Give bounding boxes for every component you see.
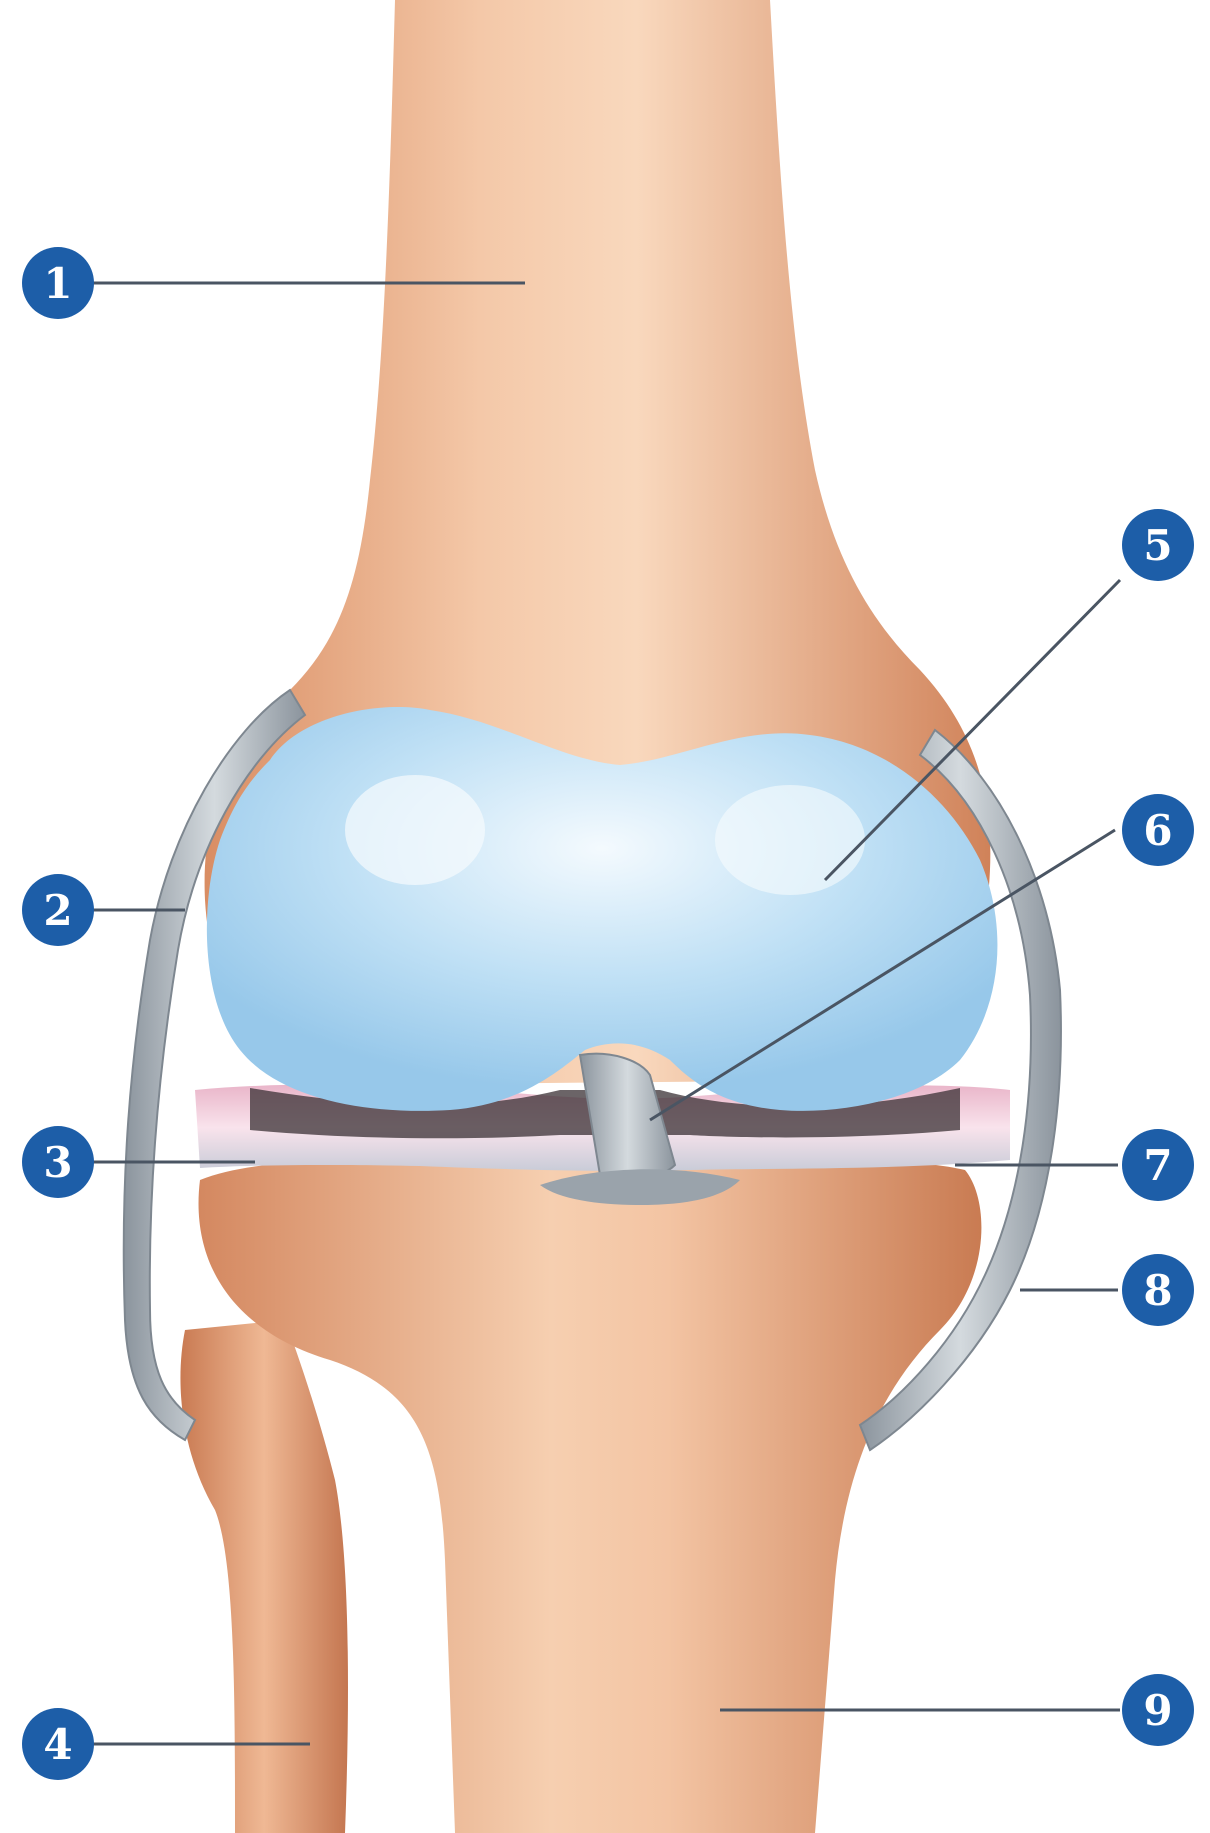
marker-6: 6 — [1122, 794, 1194, 866]
marker-6-number: 6 — [1143, 806, 1172, 855]
marker-5-number: 5 — [1143, 521, 1172, 570]
marker-4-number: 4 — [43, 1720, 72, 1769]
marker-9-number: 9 — [1143, 1686, 1172, 1735]
marker-7: 7 — [1122, 1129, 1194, 1201]
cartilage-highlight-right — [715, 785, 865, 895]
marker-2: 2 — [22, 874, 94, 946]
marker-8: 8 — [1122, 1254, 1194, 1326]
marker-5: 5 — [1122, 509, 1194, 581]
marker-3: 3 — [22, 1126, 94, 1198]
marker-9: 9 — [1122, 1674, 1194, 1746]
marker-1-number: 1 — [43, 259, 72, 308]
marker-2-number: 2 — [43, 886, 72, 935]
marker-7-number: 7 — [1143, 1141, 1172, 1190]
marker-8-number: 8 — [1143, 1266, 1172, 1315]
cartilage-highlight-left — [345, 775, 485, 885]
marker-4: 4 — [22, 1708, 94, 1780]
marker-1: 1 — [22, 247, 94, 319]
marker-3-number: 3 — [43, 1138, 72, 1187]
fibula — [180, 1320, 348, 1833]
